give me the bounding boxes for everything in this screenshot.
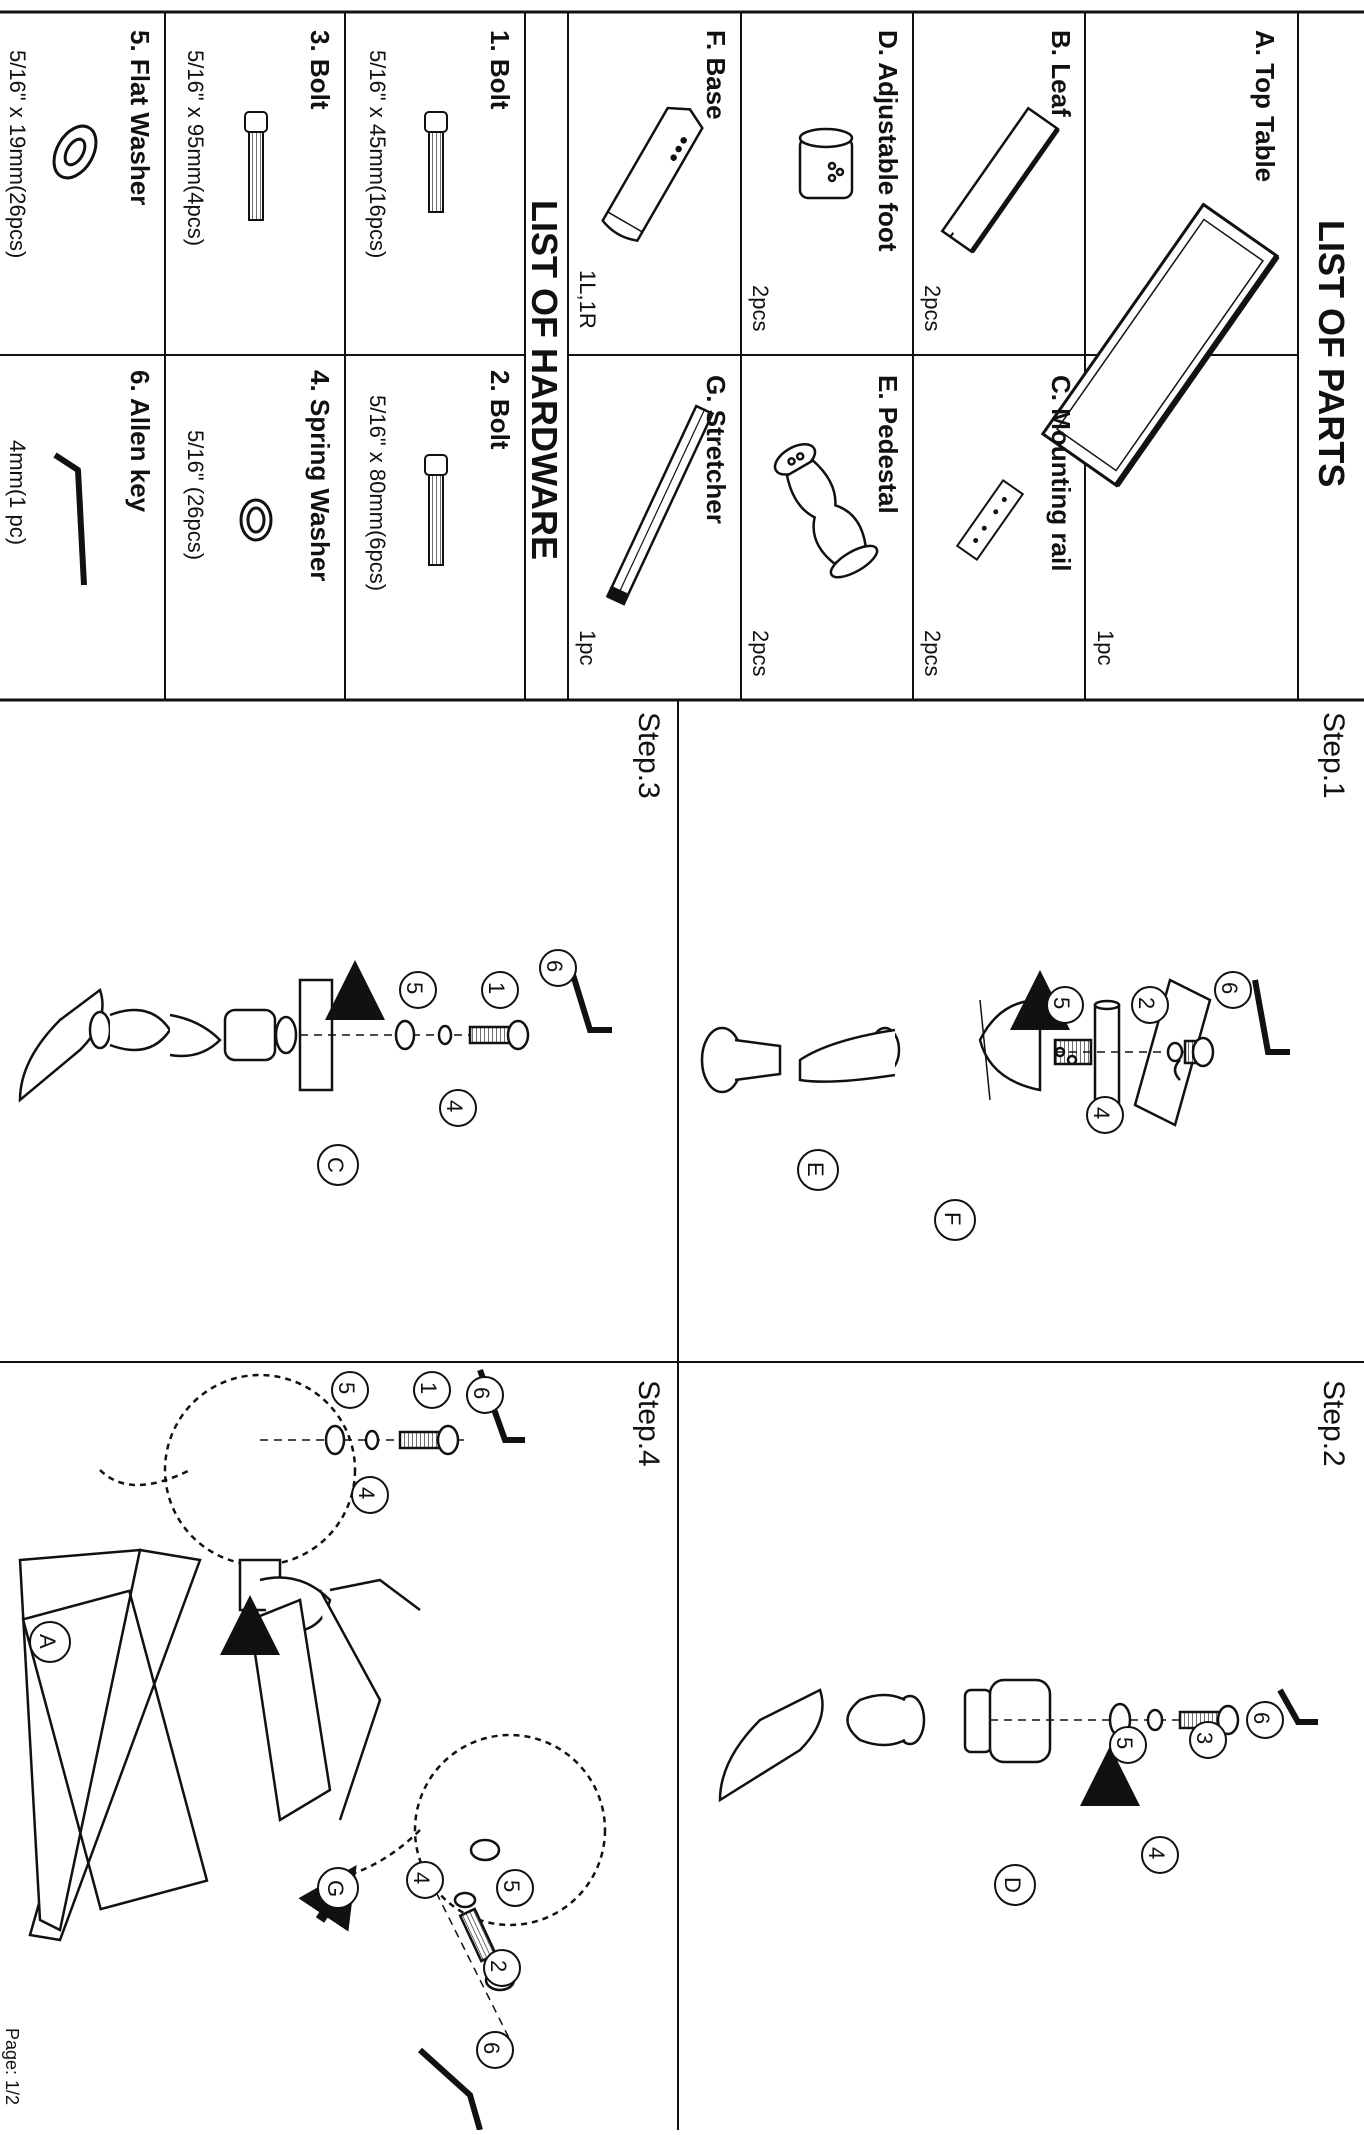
- mounting-rail-illustration: [955, 478, 1025, 562]
- step-1-label: Step.1: [1317, 712, 1350, 799]
- callout-C: C: [323, 1157, 348, 1173]
- hardware-6-spec: 4mm(1 pc): [5, 440, 30, 546]
- callout-G: G: [323, 1880, 348, 1898]
- step-2-label: Step.2: [1317, 1380, 1350, 1467]
- hardware-4-spec: 5/16" (26pcs): [183, 430, 208, 561]
- bolt-80mm-illustration: [424, 454, 448, 566]
- part-d-name: D. Adjustable foot: [873, 30, 903, 252]
- step1-illustration: [700, 978, 1290, 1127]
- callout-4: 4: [442, 1100, 467, 1113]
- callout-D: D: [1000, 1877, 1025, 1893]
- bolt-45mm-illustration: [424, 111, 448, 213]
- hardware-2-spec: 5/16" x 80mm(6pcs): [365, 395, 390, 592]
- step4-illustration: [18, 1368, 607, 2131]
- callout-6: 6: [1249, 1712, 1274, 1725]
- part-c-qty: 2pcs: [920, 630, 945, 677]
- callout-6: 6: [479, 2042, 504, 2055]
- callout-6: 6: [469, 1387, 494, 1400]
- callout-5: 5: [1112, 1737, 1137, 1750]
- flat-washer-illustration: [52, 124, 98, 180]
- step-3-label: Step.3: [632, 712, 665, 799]
- callout-2: 2: [486, 1960, 511, 1973]
- callout-A: A: [35, 1634, 60, 1649]
- callout-5: 5: [1049, 997, 1074, 1010]
- hardware-5-spec: 5/16" x 19mm(26pcs): [5, 50, 30, 259]
- part-e-qty: 2pcs: [748, 630, 773, 677]
- part-d-qty: 2pcs: [748, 285, 773, 332]
- callout-E: E: [803, 1162, 828, 1177]
- hardware-5-name: 5. Flat Washer: [125, 30, 155, 206]
- step-4-label: Step.4: [632, 1380, 665, 1467]
- allen-key-illustration: [53, 452, 87, 586]
- callout-6: 6: [542, 960, 567, 973]
- callout-1: 1: [484, 982, 509, 995]
- bolt-95mm-illustration: [244, 111, 268, 221]
- callout-4: 4: [354, 1487, 379, 1500]
- part-b-name: B. Leaf: [1046, 30, 1076, 117]
- leaf-illustration: [940, 106, 1060, 254]
- base-illustration: [601, 106, 704, 242]
- part-c-name: C. Mounting rail: [1046, 375, 1076, 572]
- callout-4: 4: [1144, 1847, 1169, 1860]
- callout-4: 4: [409, 1872, 434, 1885]
- part-g-qty: 1pc: [575, 630, 600, 666]
- pedestal-illustration: [773, 442, 879, 579]
- hardware-list-title: LIST OF HARDWARE: [524, 200, 565, 560]
- part-a-name: A. Top Table: [1250, 30, 1280, 183]
- hardware-6-name: 6. Allen key: [125, 370, 155, 513]
- step3-illustration: [18, 964, 612, 1103]
- adjustable-foot-illustration: [798, 127, 854, 200]
- parts-hardware-grid: [0, 10, 1364, 2130]
- hardware-1-name: 1. Bolt: [485, 30, 515, 110]
- callout-F: F: [940, 1212, 965, 1226]
- part-f-qty: 1L,1R: [575, 270, 600, 329]
- callout-5: 5: [402, 982, 427, 995]
- callout-3: 3: [1192, 1732, 1217, 1745]
- hardware-3-name: 3. Bolt: [305, 30, 335, 110]
- part-f-name: F. Base: [701, 30, 731, 120]
- part-e-name: E. Pedestal: [873, 375, 903, 514]
- spring-washer-illustration: [239, 498, 273, 542]
- callout-6: 6: [1217, 982, 1242, 995]
- part-b-qty: 2pcs: [920, 285, 945, 332]
- part-a-qty: 1pc: [1093, 630, 1118, 666]
- callout-5: 5: [334, 1382, 359, 1395]
- callout-circles: [29, 949, 1284, 2069]
- hardware-3-spec: 5/16" x 95mm(4pcs): [183, 50, 208, 247]
- hardware-1-spec: 5/16" x 45mm(16pcs): [365, 50, 390, 259]
- part-g-name: G. Stretcher: [701, 375, 731, 524]
- callout-4: 4: [1089, 1107, 1114, 1120]
- callout-2: 2: [1134, 997, 1159, 1010]
- hardware-2-name: 2. Bolt: [485, 370, 515, 450]
- hardware-4-name: 4. Spring Washer: [305, 370, 335, 582]
- parts-list-title: LIST OF PARTS: [1311, 220, 1352, 488]
- page-number: Page: 1/2: [2, 2028, 22, 2106]
- stretcher-illustration: [605, 404, 715, 606]
- step2-illustration: [718, 1678, 1318, 1803]
- top-table-illustration: [1040, 202, 1280, 488]
- callout-1: 1: [416, 1382, 441, 1395]
- callout-5: 5: [499, 1880, 524, 1893]
